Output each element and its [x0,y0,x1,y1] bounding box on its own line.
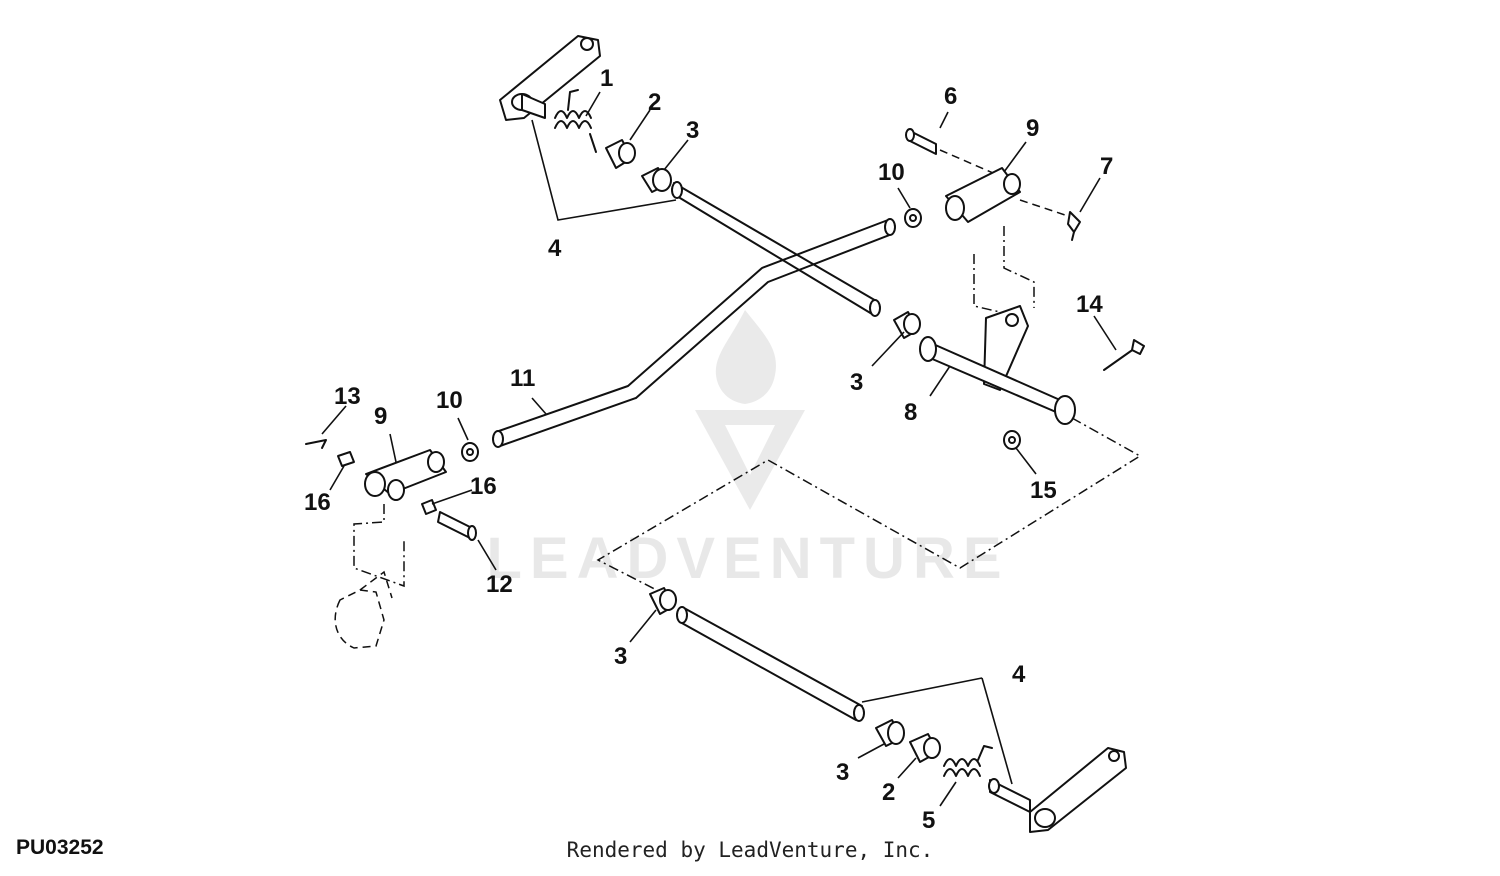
callout-3-middle: 3 [850,369,863,396]
pin-6 [905,128,937,155]
bushing-2-lower [909,733,941,763]
callout-16-left: 16 [304,489,331,516]
callout-10-upper: 10 [878,159,905,186]
callout-3-lower-right: 3 [836,759,849,786]
callout-2-lower: 2 [882,779,895,806]
callout-1: 1 [600,65,613,92]
callout-4-upper: 4 [548,235,562,262]
callout-11: 11 [510,365,535,392]
callout-13: 13 [334,383,361,410]
callout-3-upper: 3 [686,117,699,144]
footer-credit: Rendered by LeadVenture, Inc. [566,838,934,862]
callout-3-lower-left: 3 [614,643,627,670]
pedal-arm-lower [988,747,1127,833]
bushing-3-upper [641,167,672,193]
rockshaft-upper [671,181,881,317]
torsion-spring-5 [943,745,993,777]
callout-8: 8 [904,399,917,426]
lift-arm-8 [919,305,1076,425]
callout-7: 7 [1100,153,1113,180]
bushing-3-lower-left [649,587,677,615]
callout-9-upper: 9 [1026,115,1039,142]
callout-5: 5 [922,807,935,834]
callout-6: 6 [944,83,957,110]
pedal-arm-upper [499,35,601,121]
nut-10-upper [904,208,922,228]
clip-13 [305,439,327,449]
pedal-ghost [334,570,393,649]
callout-16-right: 16 [470,473,497,500]
rockshaft-lower [676,606,865,722]
callout-9-lower: 9 [374,403,387,430]
clevis-9-upper [945,167,1021,223]
nut-15 [1003,430,1021,450]
bushing-16-left [337,451,355,467]
clevis-9-lower [364,449,447,501]
callout-4-lower: 4 [1012,661,1026,688]
pin-12 [437,511,477,541]
clip-7 [1067,211,1081,241]
bushing-2-upper [605,139,636,169]
figure-code: PU03252 [16,836,104,859]
lift-rod-11 [492,218,896,448]
v-logo-icon [695,410,805,510]
bushing-16-right [421,499,437,515]
flame-logo-icon [715,310,776,404]
callout-14: 14 [1076,291,1103,318]
bolt-14 [1103,339,1145,371]
torsion-spring-1 [554,89,597,153]
leader-lines [321,91,1117,807]
callouts: 1 2 3 4 6 9 10 7 14 3 8 15 11 13 9 10 16… [304,65,1113,834]
bushing-3-lower-right [875,719,905,747]
callout-2-upper: 2 [648,89,661,116]
watermark: LEADVENTURE [486,310,1009,591]
callout-15: 15 [1030,477,1057,504]
callout-12: 12 [486,571,513,598]
nut-10-lower [461,442,479,462]
watermark-text: LEADVENTURE [486,526,1009,591]
bushing-3-middle [893,311,921,339]
callout-10-lower: 10 [436,387,463,414]
